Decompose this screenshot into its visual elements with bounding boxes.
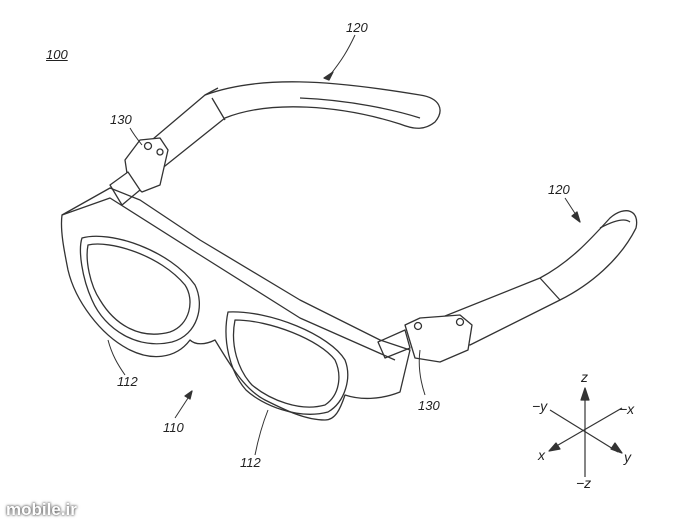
label-hinge-right: 130 — [418, 398, 440, 413]
axis-label-z: z — [581, 369, 588, 385]
hinge-right — [377, 314, 473, 363]
axis-label-x: x — [538, 447, 545, 463]
temple-top — [139, 81, 441, 171]
hinge-left — [109, 137, 169, 206]
axis-label-neg-z: −z — [576, 475, 592, 491]
label-hinge-left: 130 — [110, 112, 132, 127]
axis-label-neg-x: −x — [619, 401, 635, 417]
front-frame — [60, 187, 411, 421]
leader-lines — [107, 34, 579, 456]
axis-label-neg-y: −y — [532, 398, 548, 414]
label-temple-right: 120 — [548, 182, 570, 197]
figure-number: 100 — [46, 47, 68, 62]
label-frame: 110 — [163, 420, 184, 435]
label-temple-top: 120 — [346, 20, 368, 35]
label-lens-left: 112 — [117, 374, 138, 389]
axis-triad — [548, 387, 623, 477]
label-lens-right: 112 — [240, 455, 261, 470]
lens-left — [86, 243, 191, 335]
axis-label-y: y — [624, 449, 631, 465]
watermark: mobile.ir — [6, 500, 77, 519]
temple-right — [409, 210, 638, 346]
lens-right — [232, 319, 340, 408]
